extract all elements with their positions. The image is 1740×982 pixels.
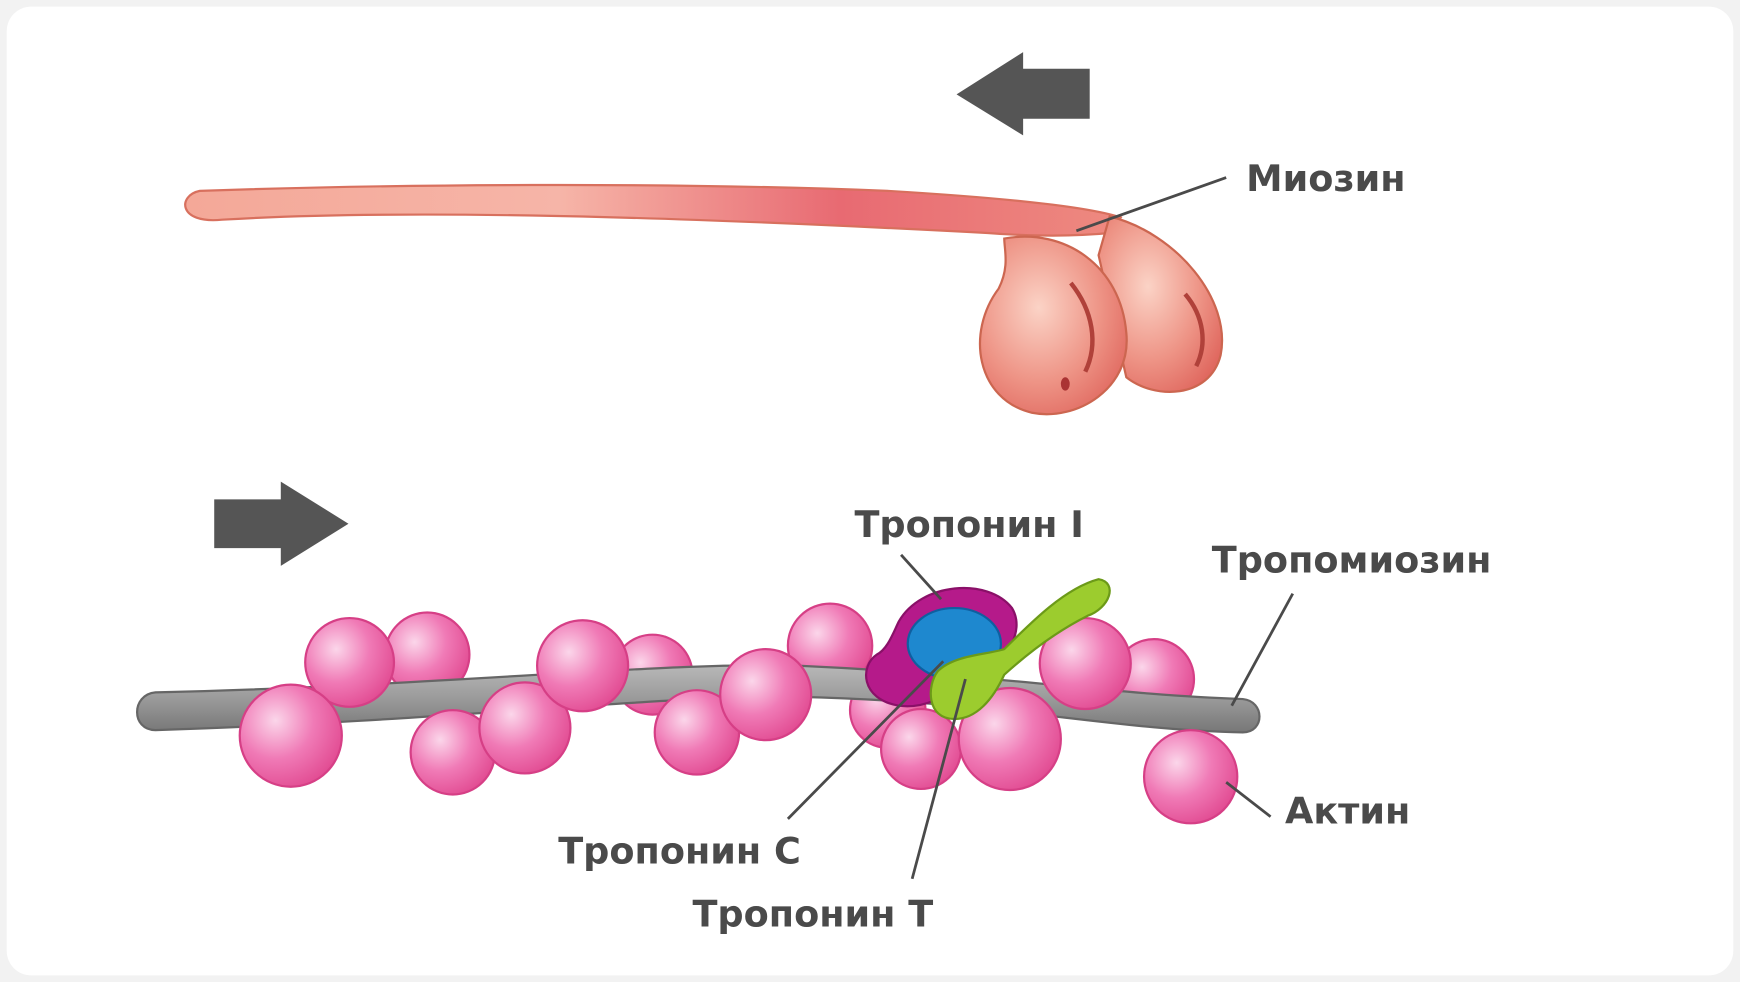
label-actin: Актин xyxy=(1285,789,1410,832)
label-myosin: Миозин xyxy=(1246,157,1405,200)
myosin-molecule xyxy=(184,183,1224,416)
actin-front xyxy=(238,616,1239,825)
label-troponin-t: Тропонин T xyxy=(692,893,933,936)
label-tropomyosin: Тропомиозин xyxy=(1212,539,1492,582)
card-background xyxy=(6,6,1734,976)
label-troponin-c: Тропонин C xyxy=(558,829,801,872)
arrow-left-icon xyxy=(956,52,1090,136)
leader-lines xyxy=(786,553,1294,880)
arrow-right-icon xyxy=(214,481,349,566)
label-troponin-i: Тропонин I xyxy=(854,503,1083,546)
myosin-leader-line xyxy=(1075,176,1227,233)
